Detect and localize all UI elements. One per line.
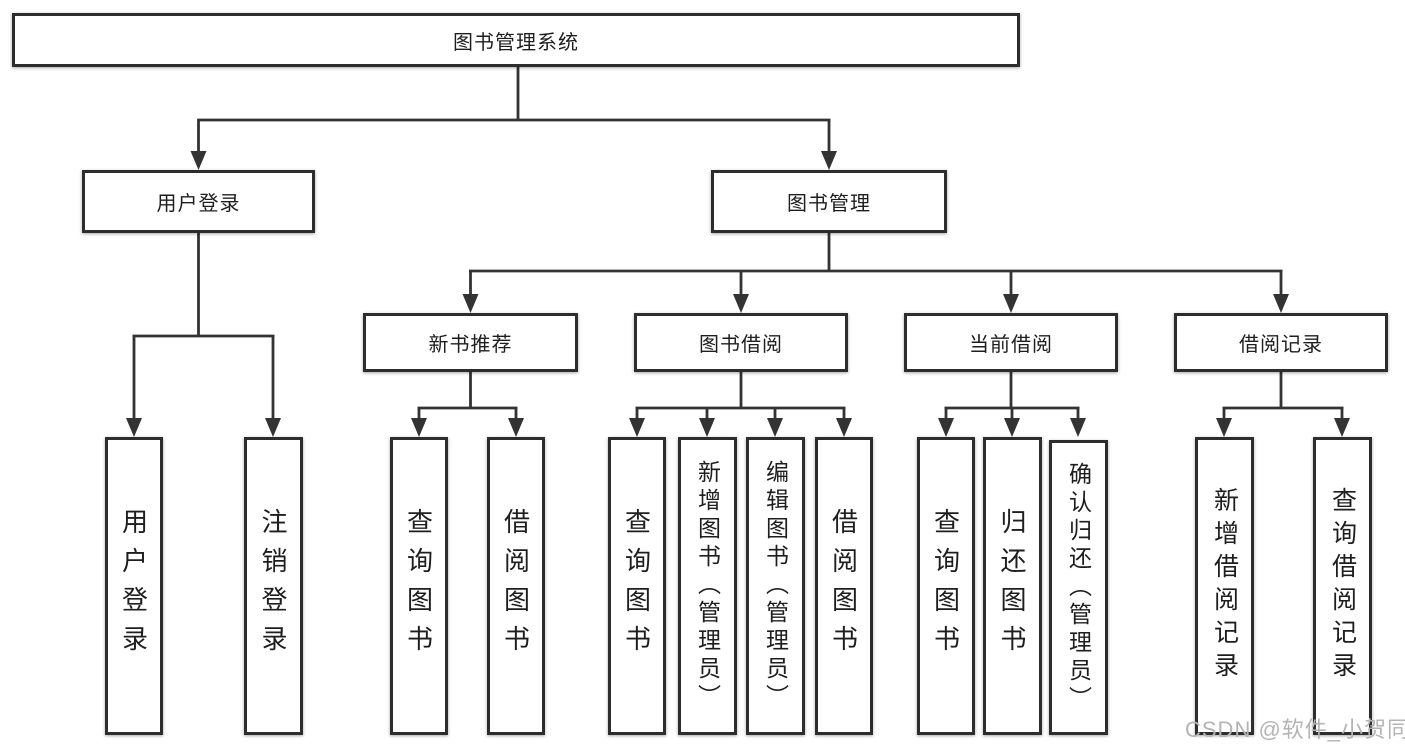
leaf-record-add-borrow-record: 新增借阅记录: [1195, 437, 1254, 735]
leaf-current-confirm-return-admin-label: 确认归还（管理员）: [1065, 461, 1092, 714]
node-new-book-recommend: 新书推荐: [363, 313, 578, 372]
node-root-label: 图书管理系统: [453, 31, 579, 54]
leaf-borrow-borrow-book-label: 借阅图书: [828, 508, 859, 664]
node-current-borrow: 当前借阅: [904, 313, 1118, 372]
node-book-management-label: 图书管理: [787, 193, 871, 215]
leaf-logout: 注销登录: [244, 437, 303, 735]
node-current-borrow-label: 当前借阅: [969, 334, 1053, 356]
leaf-borrow-add-book-admin: 新增图书（管理员）: [678, 437, 737, 735]
leaf-newbook-query-book: 查询图书: [390, 437, 448, 735]
node-book-borrow: 图书借阅: [634, 313, 848, 372]
leaf-record-query-borrow-record: 查询借阅记录: [1313, 437, 1372, 735]
leaf-borrow-query-book: 查询图书: [608, 437, 666, 735]
node-book-management: 图书管理: [711, 170, 947, 233]
node-root: 图书管理系统: [12, 13, 1020, 67]
node-borrow-record-label: 借阅记录: [1239, 334, 1323, 356]
leaf-newbook-query-book-label: 查询图书: [403, 508, 434, 664]
node-borrow-record: 借阅记录: [1174, 313, 1388, 372]
arrowheads: [126, 151, 1350, 437]
leaf-borrow-edit-book-admin-label: 编辑图书（管理员）: [762, 460, 789, 712]
leaf-current-return-book-label: 归还图书: [997, 508, 1027, 664]
leaf-borrow-edit-book-admin: 编辑图书（管理员）: [746, 437, 805, 735]
leaf-user-login-label: 用户登录: [118, 508, 149, 664]
tree-edges: [132, 67, 1344, 421]
node-book-borrow-label: 图书借阅: [699, 334, 783, 356]
leaf-current-query-book-label: 查询图书: [930, 508, 961, 664]
leaf-borrow-query-book-label: 查询图书: [621, 508, 652, 664]
node-user-login: 用户登录: [82, 170, 315, 233]
node-user-login-label: 用户登录: [156, 193, 241, 215]
leaf-record-query-borrow-record-label: 查询借阅记录: [1328, 487, 1357, 685]
leaf-current-confirm-return-admin: 确认归还（管理员）: [1049, 440, 1108, 735]
leaf-current-return-book: 归还图书: [983, 437, 1042, 735]
leaf-record-add-borrow-record-label: 新增借阅记录: [1210, 487, 1239, 685]
leaf-current-query-book: 查询图书: [917, 437, 975, 735]
leaf-newbook-borrow-book: 借阅图书: [487, 437, 545, 735]
watermark: CSDN @软件_小贺同学: [1185, 717, 1405, 742]
leaf-newbook-borrow-book-label: 借阅图书: [500, 508, 531, 664]
leaf-borrow-add-book-admin-label: 新增图书（管理员）: [694, 460, 721, 712]
leaf-borrow-borrow-book: 借阅图书: [815, 437, 873, 735]
leaf-logout-label: 注销登录: [258, 508, 288, 664]
node-new-book-recommend-label: 新书推荐: [428, 334, 513, 356]
leaf-user-login: 用户登录: [105, 437, 163, 735]
